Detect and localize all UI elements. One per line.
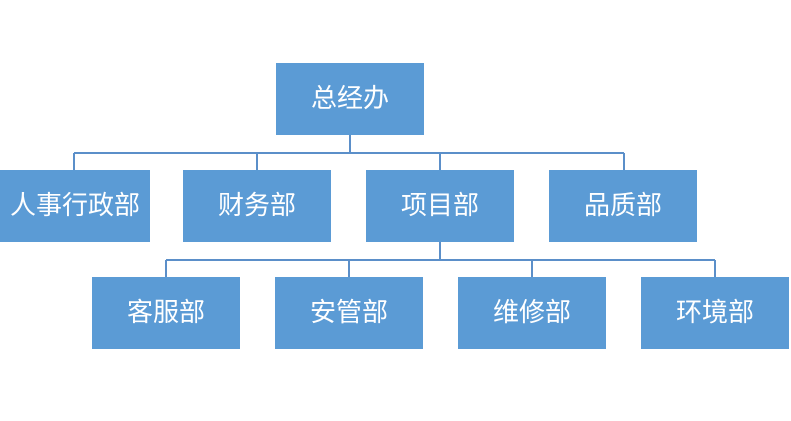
node-label: 品质部	[583, 191, 662, 221]
node-customer-service-dept: 客服部	[92, 277, 240, 349]
node-quality-dept: 品质部	[549, 170, 697, 242]
node-label: 客服部	[126, 298, 205, 328]
node-finance-dept: 财务部	[183, 170, 331, 242]
node-security-dept: 安管部	[275, 277, 423, 349]
node-maintenance-dept: 维修部	[458, 277, 606, 349]
node-label: 安管部	[309, 298, 388, 328]
node-general-manager-office: 总经办	[276, 63, 424, 135]
node-label: 维修部	[492, 298, 571, 328]
node-environment-dept: 环境部	[641, 277, 789, 349]
node-label: 环境部	[675, 298, 754, 328]
node-label: 人事行政部	[9, 191, 140, 221]
node-hr-admin-dept: 人事行政部	[0, 170, 150, 242]
node-project-dept: 项目部	[366, 170, 514, 242]
node-label: 财务部	[217, 191, 296, 221]
node-label: 项目部	[400, 191, 479, 221]
node-label: 总经办	[310, 84, 389, 114]
